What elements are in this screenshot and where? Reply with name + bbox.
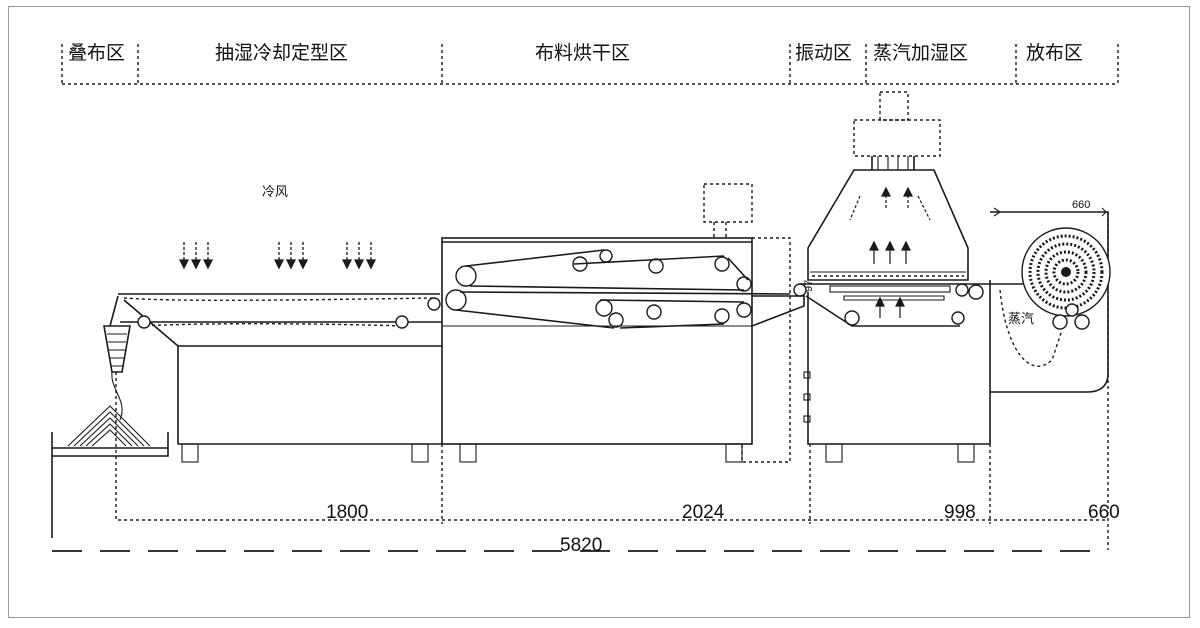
roll-width-label: 660	[1072, 199, 1090, 211]
dim-998: 998	[944, 502, 976, 523]
drying-unit	[441, 183, 805, 463]
zone-label-fold: 叠布区	[68, 42, 125, 64]
steam-label: 蒸汽	[1008, 312, 1034, 327]
dim-2024: 2024	[682, 502, 725, 523]
unwind-unit: 660 蒸汽	[990, 199, 1111, 550]
zone-label-drying: 布料烘干区	[535, 42, 630, 64]
zone-label-steam-humidify: 蒸汽加湿区	[873, 42, 968, 64]
folding-unit	[51, 295, 169, 538]
cooling-unit	[118, 293, 442, 463]
dim-660: 660	[1088, 502, 1120, 523]
dim-5820: 5820	[560, 535, 602, 556]
cold-air-label: 冷风	[262, 185, 288, 200]
zone-label-unwind: 放布区	[1026, 42, 1083, 64]
dim-1800: 1800	[326, 502, 368, 523]
dimension-lines: 1800 2024 998 660 5820	[52, 372, 1120, 556]
fabric-roll	[1021, 227, 1111, 317]
steam-unit: 97	[793, 91, 1100, 463]
cold-air-arrows	[178, 242, 377, 270]
zone-label-cooling: 抽湿冷却定型区	[215, 42, 348, 64]
zone-header: 叠布区 抽湿冷却定型区 布料烘干区 振动区 蒸汽加湿区 放布区	[61, 42, 1119, 85]
diagram-frame	[8, 6, 1190, 618]
zone-label-vibration: 振动区	[795, 42, 852, 64]
